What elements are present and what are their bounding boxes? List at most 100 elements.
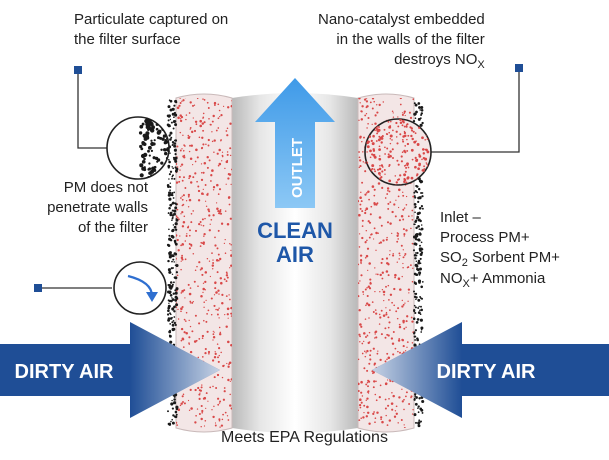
catalyst-particle: [199, 392, 201, 394]
catalyst-particle: [406, 176, 410, 180]
catalyst-particle: [367, 116, 370, 120]
catalyst-particle: [406, 142, 410, 146]
catalyst-particle: [203, 121, 206, 124]
catalyst-particle: [219, 426, 221, 428]
dirty-air-left-label: DIRTY AIR: [15, 361, 114, 383]
catalyst-particle: [385, 257, 389, 260]
soot-particle: [171, 144, 174, 146]
catalyst-particle: [412, 408, 414, 411]
soot-particle: [138, 131, 143, 135]
catalyst-particle: [368, 221, 372, 224]
catalyst-particle: [184, 145, 186, 147]
catalyst-particle: [392, 252, 394, 255]
catalyst-particle: [203, 425, 206, 427]
soot-particle: [415, 321, 419, 324]
catalyst-particle: [372, 347, 375, 350]
soot-particle: [150, 123, 154, 127]
catalyst-particle: [386, 193, 389, 195]
catalyst-particle: [427, 122, 430, 125]
catalyst-particle: [213, 104, 216, 106]
catalyst-particle: [418, 153, 421, 156]
catalyst-particle: [364, 211, 367, 215]
catalyst-particle: [373, 362, 377, 365]
catalyst-particle: [403, 130, 406, 133]
catalyst-particle: [372, 311, 375, 313]
inlet-label: Inlet – Process PM+ SO2 Sorbent PM+ NOX+…: [440, 208, 560, 290]
catalyst-particle: [203, 301, 205, 303]
catalyst-particle: [176, 257, 177, 260]
catalyst-particle: [193, 129, 197, 133]
soot-particle: [169, 138, 172, 141]
catalyst-particle: [364, 170, 367, 173]
catalyst-particle: [229, 298, 231, 301]
catalyst-particle: [227, 172, 231, 176]
catalyst-particle: [376, 168, 380, 171]
catalyst-particle: [373, 201, 376, 205]
particulate-label: Particulate captured on the filter surfa…: [74, 10, 228, 50]
catalyst-particle: [185, 114, 188, 116]
catalyst-particle: [376, 132, 379, 135]
catalyst-particle: [204, 271, 208, 274]
catalyst-particle: [380, 309, 383, 312]
catalyst-particle: [368, 341, 371, 343]
soot-particle: [174, 323, 177, 327]
catalyst-particle: [395, 136, 398, 138]
pm-label-line1: PM does not: [63, 179, 148, 196]
soot-particle: [167, 284, 170, 286]
catalyst-particle: [423, 122, 426, 126]
catalyst-particle: [359, 280, 361, 282]
catalyst-particle: [411, 342, 414, 344]
catalyst-particle: [358, 166, 361, 169]
catalyst-particle: [401, 275, 403, 278]
catalyst-particle: [401, 124, 404, 127]
soot-particle: [414, 233, 418, 237]
catalyst-particle: [179, 102, 182, 104]
catalyst-particle: [371, 301, 374, 303]
catalyst-particle: [217, 356, 219, 359]
catalyst-particle: [372, 372, 374, 375]
soot-particle: [417, 261, 421, 265]
soot-particle: [166, 313, 170, 316]
catalyst-particle: [360, 325, 363, 328]
catalyst-particle: [217, 117, 220, 120]
catalyst-particle: [229, 154, 232, 157]
catalyst-particle: [187, 399, 190, 402]
soot-particle: [417, 421, 421, 425]
soot-particle: [168, 178, 170, 180]
catalyst-particle: [358, 156, 361, 159]
soot-particle: [414, 238, 418, 241]
catalyst-particle: [180, 163, 184, 166]
catalyst-particle: [425, 162, 427, 164]
soot-particle: [417, 117, 421, 121]
soot-particle: [157, 136, 160, 140]
catalyst-particle: [379, 316, 382, 319]
catalyst-particle: [182, 203, 185, 206]
catalyst-particle: [199, 119, 202, 123]
catalyst-particle: [368, 236, 371, 239]
catalyst-particle: [196, 98, 199, 100]
catalyst-particle: [223, 364, 225, 367]
catalyst-particle: [371, 123, 373, 126]
catalyst-particle: [391, 408, 394, 411]
catalyst-particle: [358, 409, 359, 411]
catalyst-particle: [395, 412, 398, 415]
catalyst-particle: [203, 319, 205, 322]
soot-particle: [420, 331, 423, 333]
catalyst-particle: [194, 314, 197, 317]
catalyst-particle: [358, 333, 361, 336]
soot-particle: [142, 133, 147, 138]
catalyst-particle: [231, 168, 232, 171]
catalyst-particle: [394, 276, 397, 279]
catalyst-particle: [405, 320, 408, 323]
catalyst-particle: [388, 299, 390, 301]
catalyst-particle: [375, 203, 378, 206]
catalyst-particle: [367, 285, 370, 288]
catalyst-particle: [411, 413, 414, 415]
soot-particle: [171, 323, 175, 327]
catalyst-particle: [202, 193, 205, 195]
catalyst-particle: [364, 256, 367, 259]
catalyst-particle: [227, 340, 230, 344]
catalyst-particle: [231, 100, 232, 102]
catalyst-particle: [365, 229, 368, 232]
catalyst-particle: [399, 174, 402, 177]
